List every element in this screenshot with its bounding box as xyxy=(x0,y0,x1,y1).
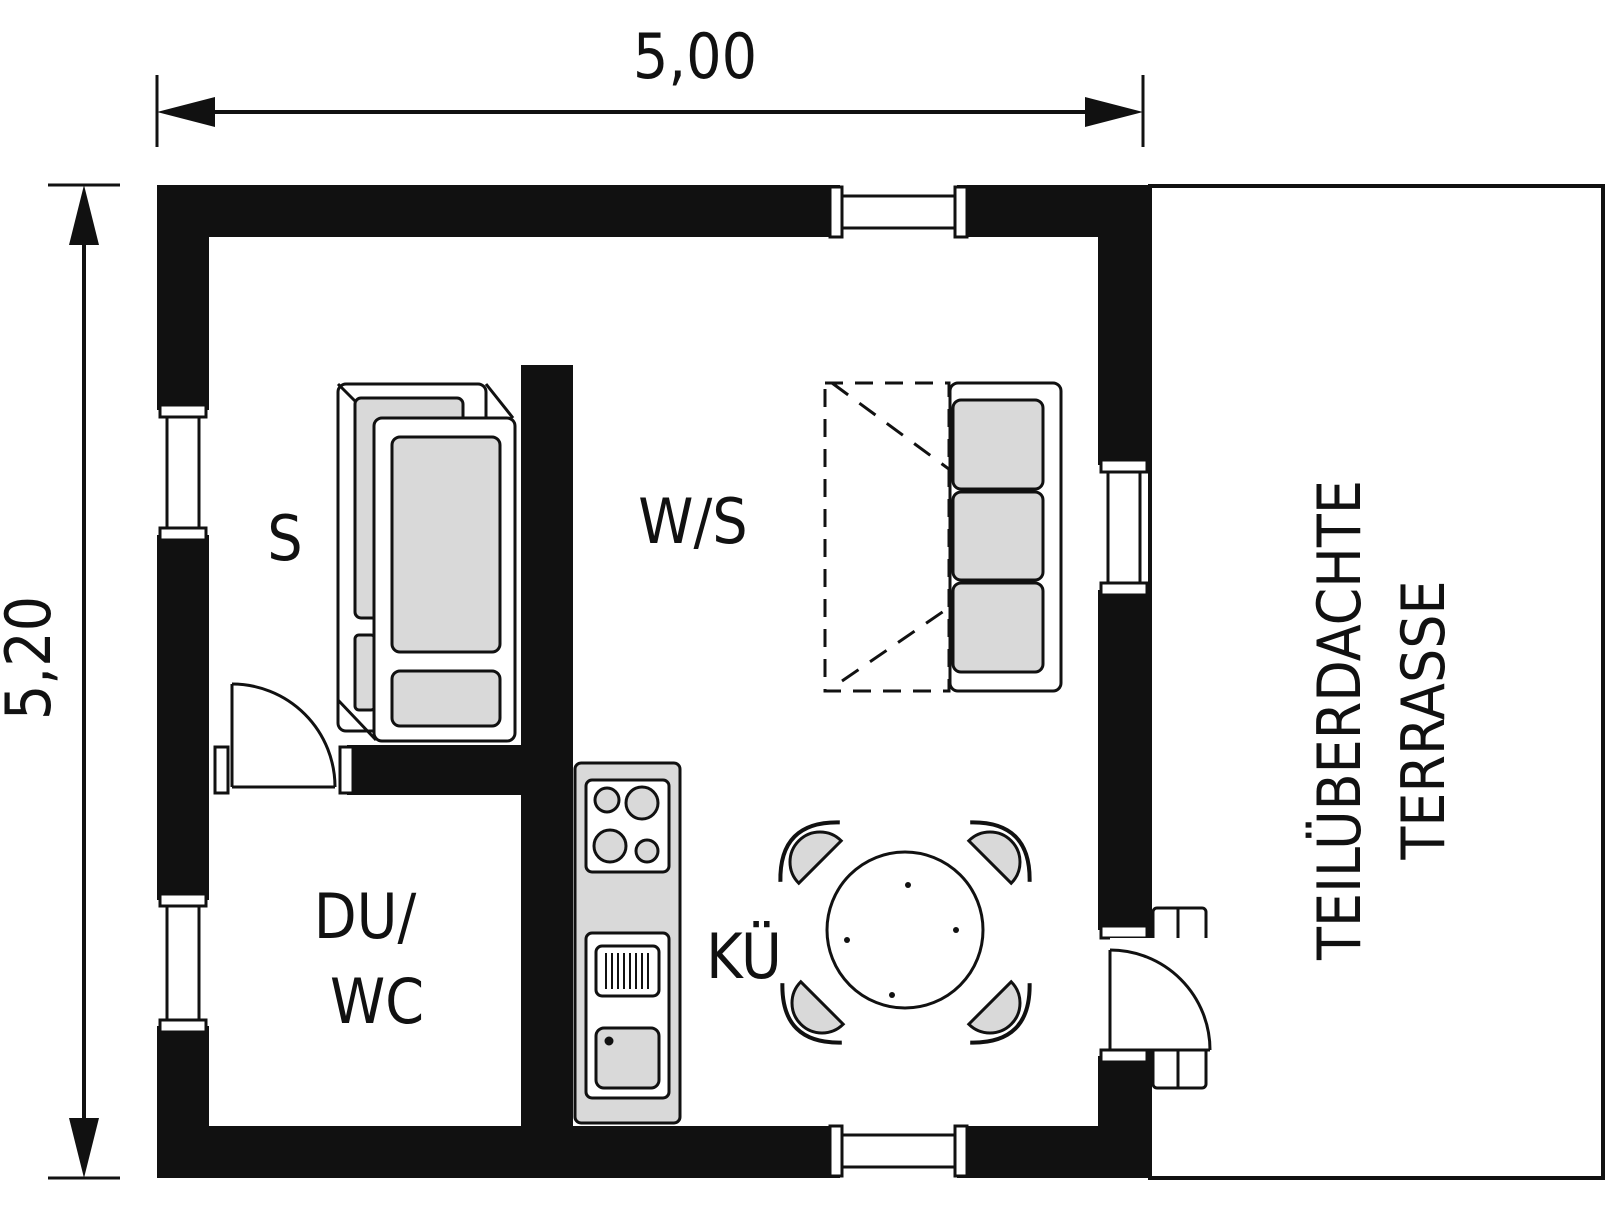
room-label-bath-line1: DU/ xyxy=(314,880,417,953)
window-right xyxy=(1099,458,1149,597)
room-label-living: W/S xyxy=(638,485,747,558)
sofa-bed xyxy=(823,381,1063,693)
room-label-sauna: S xyxy=(267,502,302,575)
room-label-bath-line2: WC xyxy=(330,965,424,1038)
terrace-label: TEILÜBERDACHTE TERRASSE xyxy=(1304,480,1459,961)
outer-walls xyxy=(157,185,1150,1178)
entrance-door xyxy=(1099,906,1212,1090)
kitchen-counter xyxy=(573,761,682,1125)
dining-table xyxy=(825,850,985,1010)
stove xyxy=(584,778,671,874)
width-dimension xyxy=(155,75,1145,147)
sauna-benches xyxy=(336,382,517,743)
interior-walls xyxy=(347,365,573,1178)
room-label-kitchen: KÜ xyxy=(706,920,782,993)
terrace-area xyxy=(1148,184,1605,1180)
window-bottom xyxy=(828,1124,969,1178)
width-dimension-label: 5,00 xyxy=(633,20,757,93)
dining-set xyxy=(778,820,1032,1045)
svg-text:TERRASSE: TERRASSE xyxy=(1389,580,1459,860)
height-dimension-label: 5,20 xyxy=(0,596,65,720)
window-left-sauna xyxy=(158,403,208,542)
svg-text:TEILÜBERDACHTE: TEILÜBERDACHTE xyxy=(1304,480,1375,961)
sauna-door xyxy=(213,682,355,795)
window-top xyxy=(828,185,969,239)
window-left-bath xyxy=(158,892,208,1034)
sink xyxy=(584,931,671,1100)
height-dimension xyxy=(48,183,120,1180)
